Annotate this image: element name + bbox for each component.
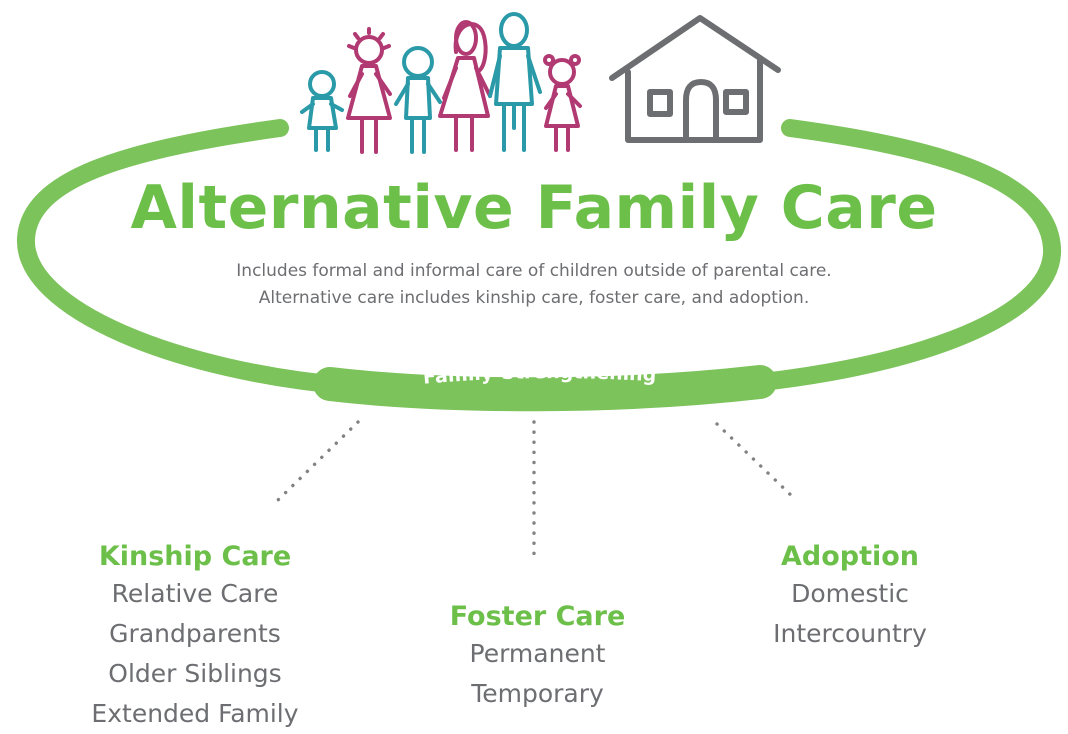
girl-figure-1 — [346, 27, 392, 154]
house-window-right — [723, 89, 749, 115]
branch-item: Grandparents — [109, 619, 281, 648]
house-roof — [609, 15, 781, 81]
branch-title: Foster Care — [449, 601, 626, 632]
branch-item: Older Siblings — [108, 659, 282, 688]
branch-kinship-care: Kinship Care Relative Care Grandparents … — [55, 540, 335, 734]
description-line-2: Alternative care includes kinship care, … — [258, 288, 810, 308]
branch-title: Adoption — [780, 541, 920, 572]
house-body — [625, 57, 763, 143]
branch-item: Relative Care — [111, 579, 279, 608]
child-figure-1 — [300, 70, 344, 152]
child-figure-2 — [394, 46, 442, 154]
diagram-title: Alternative Family Care — [130, 173, 938, 243]
branch-item: Temporary — [471, 679, 604, 708]
connectors — [276, 420, 798, 556]
branch-item: Intercountry — [773, 619, 927, 648]
branch-adoption: Adoption Domestic Intercountry — [710, 540, 990, 654]
father-figure — [488, 12, 542, 152]
house-door — [683, 79, 719, 143]
branch-foster-care: Foster Care Permanent Temporary — [400, 600, 675, 714]
family-figures-icon — [300, 12, 582, 154]
branch-title: Kinship Care — [98, 541, 292, 572]
branch-item: Permanent — [469, 639, 606, 668]
house-window-left — [647, 89, 673, 117]
mother-figure — [438, 20, 492, 152]
connector-kinship — [276, 420, 360, 502]
house-icon — [609, 15, 781, 143]
girl-figure-2 — [543, 54, 582, 152]
description-line-1: Includes formal and informal care of chi… — [236, 261, 832, 281]
branch-item: Domestic — [791, 579, 909, 608]
connector-adoption — [715, 422, 798, 502]
ring-bottom-band — [313, 365, 777, 412]
branch-item: Extended Family — [91, 699, 299, 728]
